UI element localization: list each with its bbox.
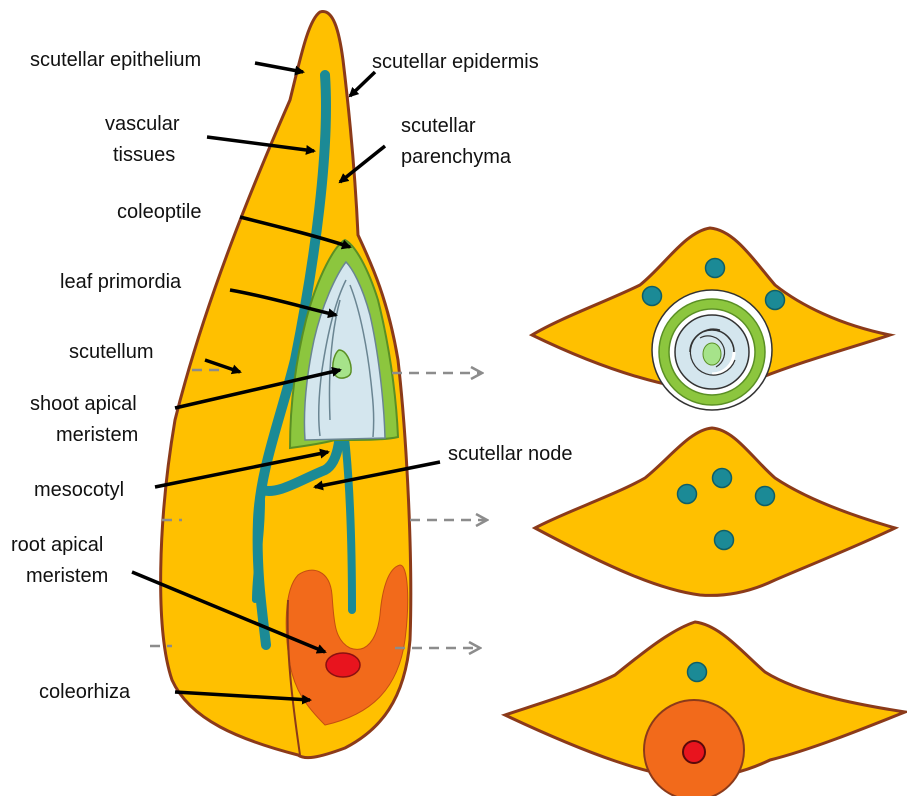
vascular-bundle	[766, 291, 785, 310]
vascular-bundle	[713, 469, 732, 488]
vascular-bundle	[706, 259, 725, 278]
vascular-bundle	[715, 531, 734, 550]
label-leaf-primordia: leaf primordia	[60, 271, 182, 293]
root-apical-meristem-dot	[683, 741, 705, 763]
label-scutellum: scutellum	[69, 341, 153, 363]
label-coleorhiza: coleorhiza	[39, 681, 131, 703]
label-vascular-tissues-line2: tissues	[113, 144, 175, 166]
label-scutellar-node: scutellar node	[448, 443, 573, 465]
label-shoot-apical-meristem-line2: meristem	[56, 424, 138, 446]
vascular-bundle	[678, 485, 697, 504]
label-root-apical-meristem-line1: root apical	[11, 534, 103, 556]
vascular-bundle	[643, 287, 662, 306]
cross-section-middle	[535, 428, 895, 595]
label-scutellar-parenchyma-line1: scutellar	[401, 115, 476, 137]
label-scutellar-epidermis: scutellar epidermis	[372, 51, 539, 73]
label-root-apical-meristem-line2: meristem	[26, 565, 108, 587]
cross-section-middle-body	[535, 428, 895, 595]
label-scutellar-epithelium: scutellar epithelium	[30, 49, 201, 71]
root-apical-meristem-shape	[326, 653, 360, 677]
cross-section-bottom	[505, 622, 905, 796]
vascular-bundle	[688, 663, 707, 682]
label-vascular-tissues-line1: vascular	[105, 113, 180, 135]
cross-section-top	[532, 228, 890, 410]
label-scutellar-parenchyma-line2: parenchyma	[401, 146, 512, 168]
label-shoot-apical-meristem-line1: shoot apical	[30, 393, 137, 415]
label-mesocotyl: mesocotyl	[34, 479, 124, 501]
longitudinal-section	[161, 12, 411, 758]
vascular-bundle	[756, 487, 775, 506]
arrow-scutellar-epithelium	[255, 63, 303, 72]
label-coleoptile: coleoptile	[117, 201, 202, 223]
shoot-apical-meristem-dot	[703, 343, 721, 365]
arrow-scutellar-epidermis	[350, 72, 375, 96]
